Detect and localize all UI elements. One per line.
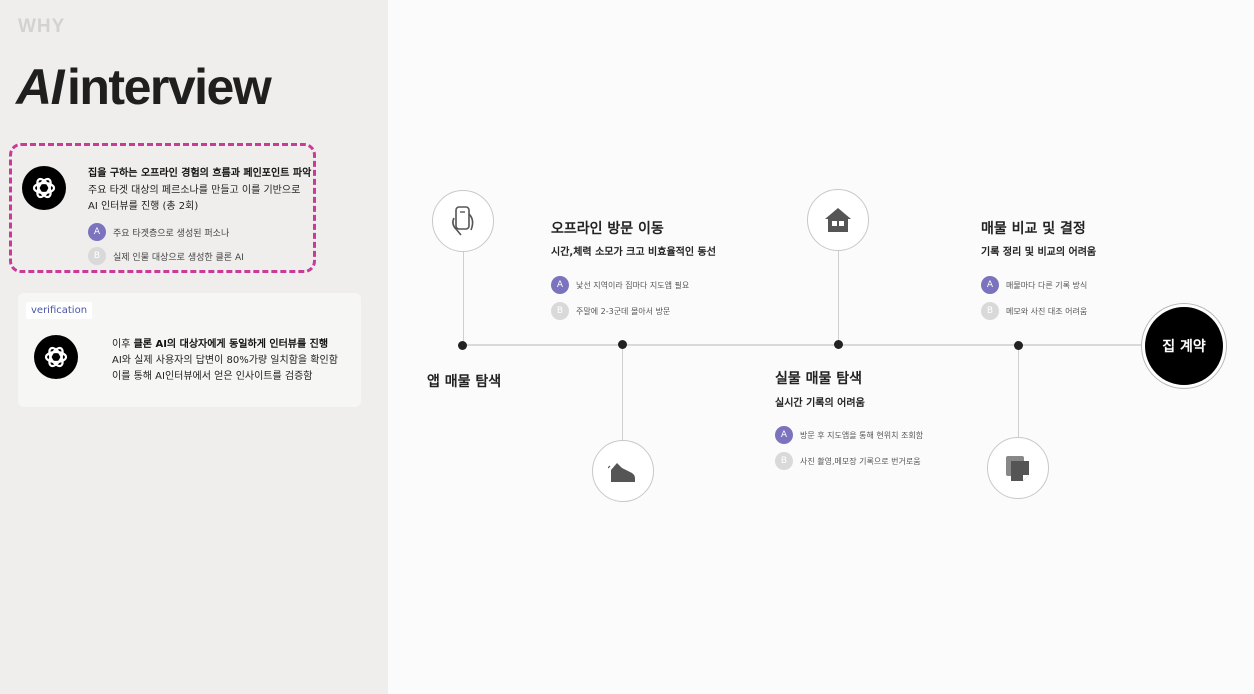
left-panel: WHY AIinterview 집을 구하는 오프라인 경험의 흐름과 페인포인… <box>0 0 388 694</box>
title-rest: interview <box>67 59 272 115</box>
persona-b-text: 실제 인물 대상으로 생성한 클론 AI <box>113 252 244 263</box>
persona-b: B 실제 인물 대상으로 생성한 클론 AI <box>88 247 244 265</box>
stage-item-text: 메모와 사진 대조 어려움 <box>1006 306 1088 316</box>
badge-b: B <box>981 302 999 320</box>
stage-item-text: 방문 후 지도앱을 통해 현위치 조회함 <box>800 430 924 440</box>
stage-title: 매물 비교 및 결정 <box>981 221 1086 237</box>
connector-line <box>1018 345 1019 437</box>
stage-item: B 사진 촬영,메모장 기록으로 번거로움 <box>775 452 921 470</box>
badge-a: A <box>88 223 106 241</box>
stage-item-text: 낯선 지역이라 집마다 지도앱 필요 <box>576 280 690 290</box>
house-icon <box>807 189 869 251</box>
stage-item-text: 매물마다 다른 기록 방식 <box>1006 280 1088 290</box>
verification-card: verification 이후 클론 AI의 대상자에게 동일하게 인터뷰를 진… <box>18 293 361 407</box>
timeline-dot <box>834 340 843 349</box>
badge-b: B <box>88 247 106 265</box>
summary-line: AI 인터뷰를 진행 (총 2회) <box>88 201 199 212</box>
summary-heading: 집을 구하는 오프라인 경험의 흐름과 페인포인트 파악 <box>88 168 312 179</box>
sneaker-icon <box>592 440 654 502</box>
section-label: WHY <box>18 16 66 37</box>
interview-summary-card: 집을 구하는 오프라인 경험의 흐름과 페인포인트 파악 주요 타겟 대상의 페… <box>9 143 316 273</box>
page-title: AIinterview <box>16 58 272 116</box>
connector-line <box>622 345 623 441</box>
phone-hand-icon <box>432 190 494 252</box>
title-ai: AI <box>16 59 65 115</box>
persona-a: A 주요 타겟층으로 생성된 퍼소나 <box>88 223 229 241</box>
stage-item: B 주말에 2-3군데 몰아서 방문 <box>551 302 670 320</box>
badge-a: A <box>981 276 999 294</box>
stage-item: A 낯선 지역이라 집마다 지도앱 필요 <box>551 276 689 294</box>
final-stage-contract: 집 계약 <box>1142 304 1226 388</box>
badge-a: A <box>775 426 793 444</box>
timeline-line <box>463 344 1183 346</box>
openai-logo-icon <box>34 335 78 379</box>
verification-line: 이후 클론 AI의 대상자에게 동일하게 인터뷰를 진행 <box>112 335 328 350</box>
verification-line-pre: 이후 <box>112 339 134 350</box>
verification-tag: verification <box>26 302 93 319</box>
stage-item: B 메모와 사진 대조 어려움 <box>981 302 1087 320</box>
stage-item-text: 사진 촬영,메모장 기록으로 번거로움 <box>800 456 921 466</box>
persona-a-text: 주요 타겟층으로 생성된 퍼소나 <box>113 228 230 239</box>
stage-item-text: 주말에 2-3군데 몰아서 방문 <box>576 306 671 316</box>
verification-line: AI와 실제 사용자의 답변이 80%가량 일치함을 확인함 <box>112 355 338 366</box>
stage-item: A 방문 후 지도앱을 통해 현위치 조회함 <box>775 426 923 444</box>
stage-subtitle: 기록 정리 및 비교의 어려움 <box>981 247 1097 258</box>
stage-item: A 매물마다 다른 기록 방식 <box>981 276 1087 294</box>
stage-subtitle: 실시간 기록의 어려움 <box>775 398 865 409</box>
connector-line <box>463 251 464 345</box>
timeline-dot <box>1014 341 1023 350</box>
notes-icon <box>987 437 1049 499</box>
badge-b: B <box>551 302 569 320</box>
verification-line: 이를 통해 AI인터뷰에서 얻은 인사이트를 검증함 <box>112 371 313 382</box>
verification-line-bold: 클론 AI의 대상자에게 동일하게 인터뷰를 진행 <box>133 339 329 350</box>
timeline-dot <box>618 340 627 349</box>
badge-a: A <box>551 276 569 294</box>
connector-line <box>838 251 839 345</box>
openai-logo-icon <box>22 166 66 210</box>
stage-subtitle: 시간,체력 소모가 크고 비효율적인 동선 <box>551 247 716 258</box>
stage-title: 앱 매물 탐색 <box>427 374 502 390</box>
stage-title: 실물 매물 탐색 <box>775 371 863 387</box>
badge-b: B <box>775 452 793 470</box>
summary-line: 주요 타겟 대상의 페르소나를 만들고 이를 기반으로 <box>88 185 301 196</box>
stage-title: 오프라인 방문 이동 <box>551 221 664 237</box>
timeline-dot <box>458 341 467 350</box>
